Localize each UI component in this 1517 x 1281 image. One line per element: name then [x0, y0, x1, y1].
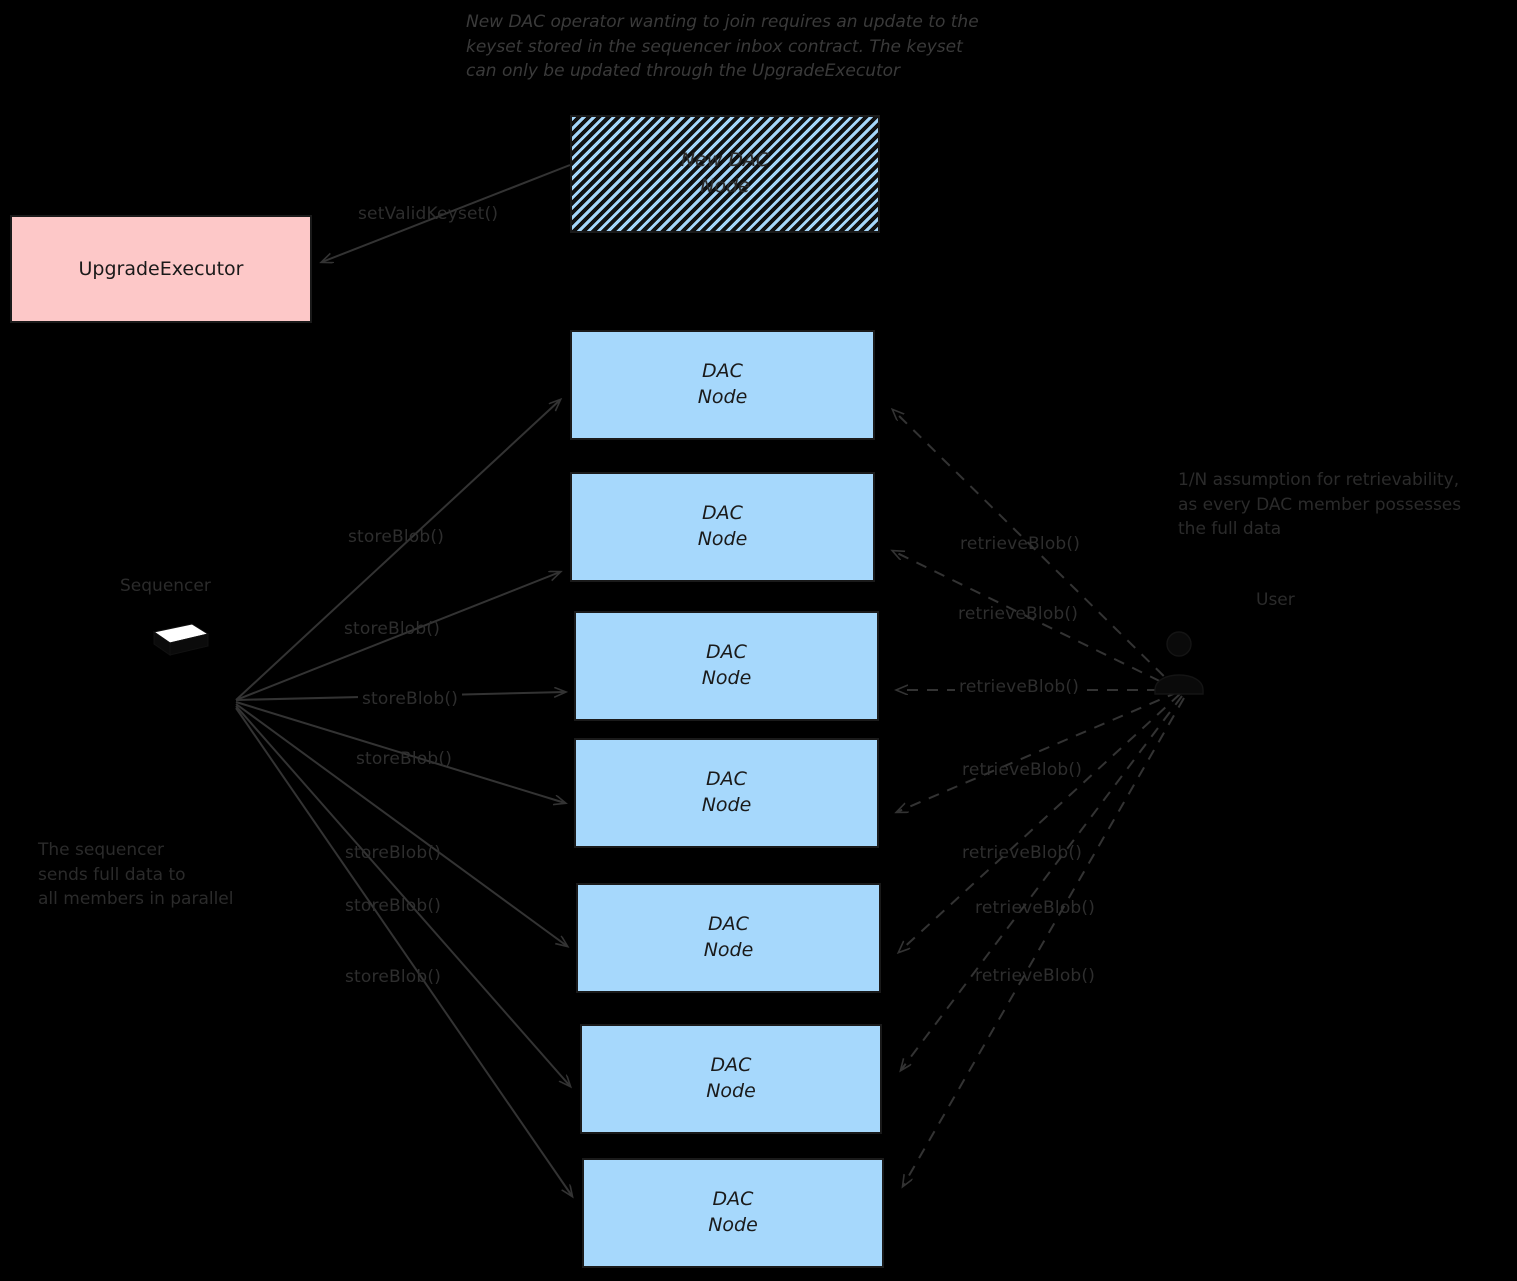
dac-node-4-line1: DAC [706, 768, 747, 791]
edge-store-blob-1 [235, 400, 560, 701]
edge-label-retrieve-blob-5: retrieveBlob() [962, 843, 1083, 863]
edge-label-store-blob-5: storeBlob() [345, 843, 442, 863]
edge-label-store-blob-4: storeBlob() [356, 749, 453, 769]
dac-node-5-line2: Node [703, 939, 754, 961]
edge-label-retrieve-blob-1: retrieveBlob() [960, 534, 1081, 554]
edge-store-blob-7 [235, 707, 572, 1196]
edge-label-set-valid-keyset: setValidKeyset() [358, 204, 499, 224]
new-dac-node-box[interactable]: New DAC Node [570, 115, 880, 233]
sequencer-icon[interactable] [150, 610, 212, 662]
dac-node-1[interactable]: DAC Node [570, 330, 875, 440]
edge-label-retrieve-blob-4: retrieveBlob() [962, 760, 1083, 780]
dac-node-6-line1: DAC [710, 1054, 752, 1077]
edge-label-store-blob-6: storeBlob() [345, 896, 442, 916]
dac-node-6[interactable]: DAC Node [580, 1024, 882, 1134]
note-bottom-left-sequencer: The sequencer sends full data to all mem… [38, 840, 234, 910]
edge-label-store-blob-3: storeBlob() [358, 689, 463, 709]
sequencer-label: Sequencer [120, 576, 211, 596]
note-top-keyset: New DAC operator wanting to join require… [466, 12, 979, 82]
edge-label-retrieve-blob-3: retrieveBlob() [955, 677, 1084, 697]
dac-node-6-line2: Node [706, 1080, 756, 1102]
edge-label-retrieve-blob-6: retrieveBlob() [975, 898, 1096, 918]
dac-node-5-line1: DAC [708, 913, 749, 936]
new-dac-node-line1: New DAC [680, 149, 770, 172]
dac-node-7-line1: DAC [712, 1188, 754, 1211]
dac-node-4[interactable]: DAC Node [574, 738, 879, 848]
new-dac-node-line2: Node [700, 175, 750, 197]
dac-node-7-line2: Node [708, 1214, 758, 1236]
edge-label-store-blob-7: storeBlob() [345, 967, 442, 987]
edge-label-store-blob-2: storeBlob() [344, 619, 441, 639]
edge-group-store-blob [235, 400, 572, 1196]
user-icon[interactable] [1150, 628, 1208, 698]
dac-node-7[interactable]: DAC Node [582, 1158, 884, 1268]
dac-node-2-line1: DAC [702, 502, 743, 525]
edge-group-retrieve-blob [893, 410, 1185, 1186]
dac-node-3[interactable]: DAC Node [574, 611, 879, 721]
edge-label-retrieve-blob-7: retrieveBlob() [975, 966, 1096, 986]
edge-retrieve-blob-4 [897, 691, 1179, 812]
note-right-retrievability: 1/N assumption for retrievability, as ev… [1178, 470, 1462, 540]
dac-node-3-line2: Node [701, 667, 752, 689]
dac-node-1-line1: DAC [702, 360, 743, 383]
dac-node-4-line2: Node [701, 794, 752, 816]
edge-retrieve-blob-6 [901, 695, 1183, 1070]
dac-node-3-line1: DAC [706, 641, 747, 664]
edge-label-store-blob-1: storeBlob() [348, 527, 445, 547]
dac-node-2-line2: Node [697, 528, 748, 550]
user-label: User [1256, 590, 1295, 610]
upgrade-executor-label: UpgradeExecutor [78, 258, 244, 280]
dac-node-5[interactable]: DAC Node [576, 883, 881, 993]
dac-node-2[interactable]: DAC Node [570, 472, 875, 582]
dac-node-1-line2: Node [697, 386, 748, 408]
upgrade-executor-box[interactable]: UpgradeExecutor [10, 215, 312, 323]
edge-label-retrieve-blob-2: retrieveBlob() [958, 604, 1079, 624]
